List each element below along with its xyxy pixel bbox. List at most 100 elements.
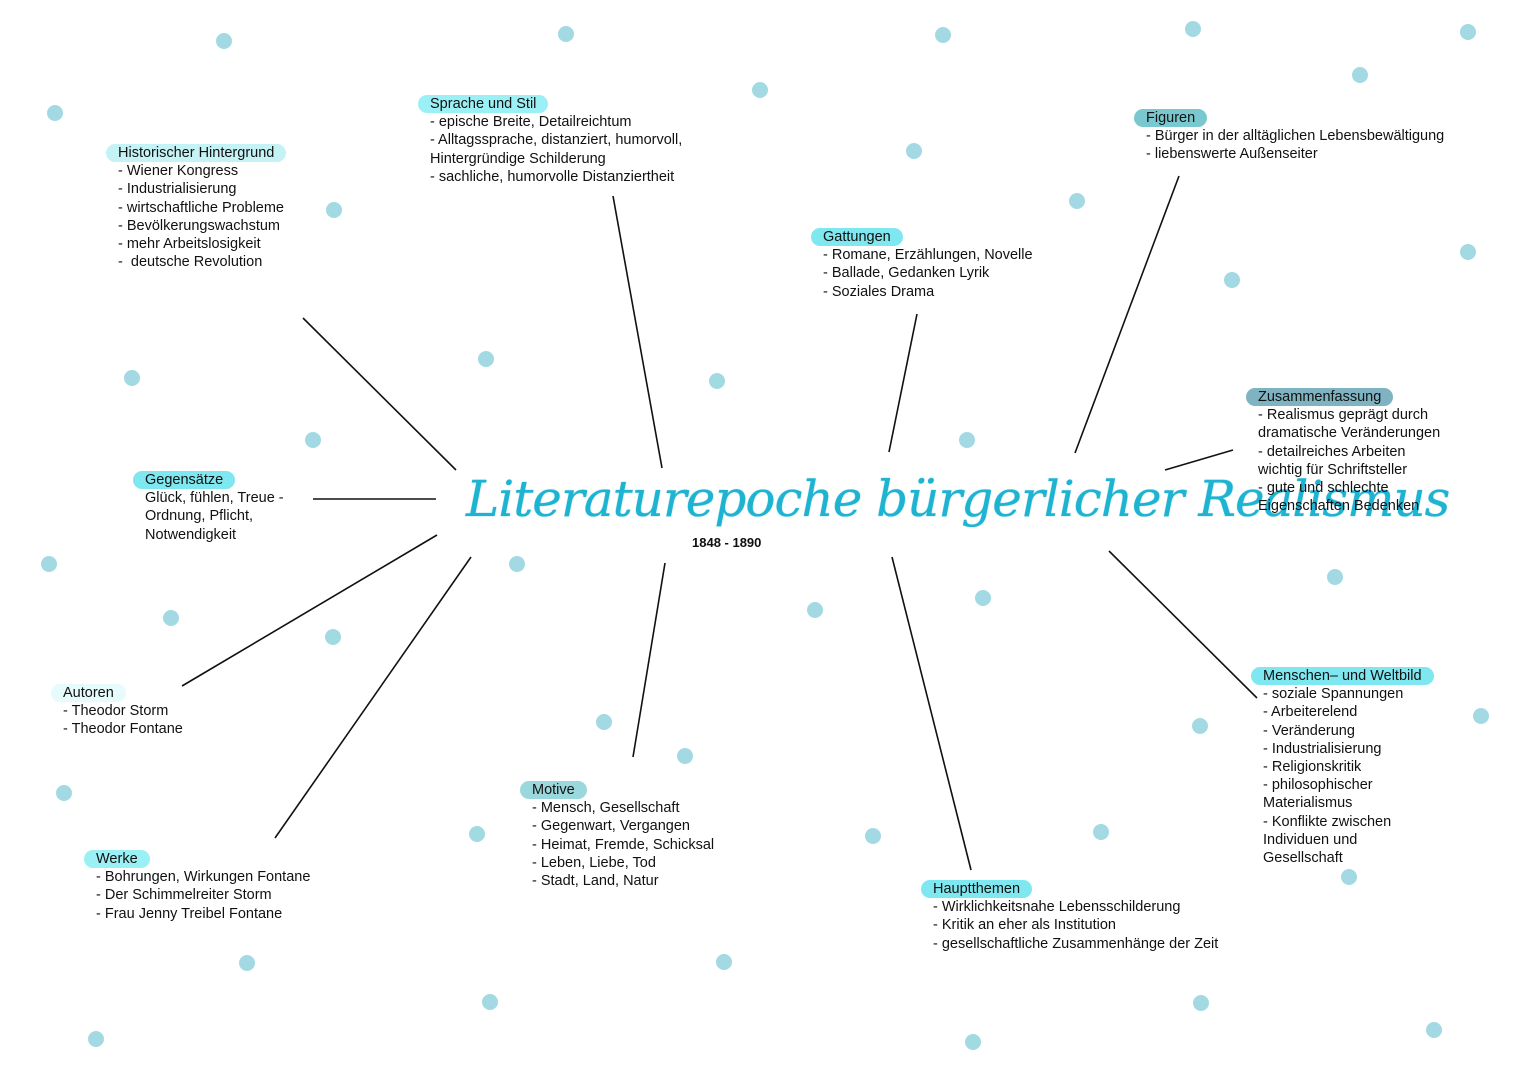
- node-menschen-und-weltbild: Menschen– und Weltbild - soziale Spannun…: [1251, 667, 1434, 867]
- decorative-dot: [1460, 24, 1476, 40]
- list-item: dramatische Veränderungen: [1258, 425, 1441, 442]
- list-item: Notwendigkeit: [145, 526, 237, 543]
- list-item: - liebenswerte Außenseiter: [1146, 146, 1318, 163]
- decorative-dot: [47, 105, 63, 121]
- decorative-dot: [1193, 995, 1209, 1011]
- decorative-dot: [975, 590, 991, 606]
- list-item: - Mensch, Gesellschaft: [532, 800, 680, 817]
- decorative-dot: [124, 370, 140, 386]
- decorative-dot: [1185, 21, 1201, 37]
- list-item: - epische Breite, Detailreichtum: [430, 114, 632, 131]
- decorative-dot: [959, 432, 975, 448]
- list-item: - wirtschaftliche Probleme: [118, 199, 284, 216]
- node-items: Glück, fühlen, Treue -Ordnung, Pflicht,N…: [145, 489, 284, 544]
- node-title: Werke: [84, 850, 150, 869]
- list-item: - Industrialisierung: [118, 181, 237, 198]
- node-historischer-hintergrund: Historischer Hintergrund - Wiener Kongre…: [106, 144, 287, 271]
- decorative-dot: [305, 432, 321, 448]
- decorative-dot: [41, 556, 57, 572]
- list-item: Gesellschaft: [1263, 850, 1343, 867]
- list-item: Materialismus: [1263, 795, 1353, 812]
- list-item: - Kritik an eher als Institution: [933, 917, 1116, 934]
- list-item: - soziale Spannungen: [1263, 686, 1404, 703]
- node-title: Motive: [520, 781, 587, 800]
- list-item: - mehr Arbeitslosigkeit: [118, 236, 261, 253]
- node-items: - Romane, Erzählungen, Novelle- Ballade,…: [823, 246, 1033, 301]
- decorative-dot: [935, 27, 951, 43]
- mindmap-period: 1848 - 1890: [692, 535, 762, 550]
- node-motive: Motive - Mensch, Gesellschaft- Gegenwart…: [520, 781, 714, 890]
- decorative-dot: [716, 954, 732, 970]
- list-item: Ordnung, Pflicht,: [145, 508, 253, 525]
- connector-line: [888, 313, 918, 453]
- node-items: - soziale Spannungen- Arbeiterelend- Ver…: [1263, 685, 1434, 867]
- connector-line: [612, 195, 663, 469]
- node-autoren: Autoren - Theodor Storm- Theodor Fontane: [51, 684, 183, 739]
- node-items: - Bürger in der alltäglichen Lebensbewäl…: [1146, 127, 1444, 163]
- list-item: - Konflikte zwischen: [1263, 813, 1392, 830]
- decorative-dot: [88, 1031, 104, 1047]
- decorative-dot: [1460, 244, 1476, 260]
- decorative-dot: [677, 748, 693, 764]
- node-title: Autoren: [51, 684, 126, 703]
- node-items: - Bohrungen, Wirkungen Fontane- Der Schi…: [96, 868, 310, 923]
- list-item: - Stadt, Land, Natur: [532, 873, 659, 890]
- decorative-dot: [1069, 193, 1085, 209]
- node-title: Zusammenfassung: [1246, 388, 1394, 407]
- decorative-dot: [965, 1034, 981, 1050]
- node-items: - Mensch, Gesellschaft- Gegenwart, Verga…: [532, 799, 714, 890]
- connector-line: [1164, 449, 1234, 471]
- list-item: Eigenschaften Bedenken: [1258, 498, 1420, 515]
- list-item: - Wirklichkeitsnahe Lebensschilderung: [933, 899, 1181, 916]
- node-title: Gattungen: [811, 228, 903, 247]
- list-item: - Bevölkerungswachstum: [118, 217, 280, 234]
- decorative-dot: [478, 351, 494, 367]
- node-items: - Theodor Storm- Theodor Fontane: [63, 702, 183, 738]
- list-item: - gute und schlechte: [1258, 480, 1389, 497]
- connector-line: [302, 317, 457, 471]
- decorative-dot: [865, 828, 881, 844]
- decorative-dot: [1426, 1022, 1442, 1038]
- decorative-dot: [216, 33, 232, 49]
- connector-line: [1074, 175, 1180, 454]
- list-item: - Ballade, Gedanken Lyrik: [823, 265, 990, 282]
- node-hauptthemen: Hauptthemen - Wirklichkeitsnahe Lebenssc…: [921, 880, 1219, 953]
- list-item: - Der Schimmelreiter Storm: [96, 887, 272, 904]
- node-title: Figuren: [1134, 109, 1208, 128]
- decorative-dot: [1192, 718, 1208, 734]
- node-gattungen: Gattungen - Romane, Erzählungen, Novelle…: [811, 228, 1033, 301]
- decorative-dot: [509, 556, 525, 572]
- decorative-dot: [1224, 272, 1240, 288]
- decorative-dot: [239, 955, 255, 971]
- list-item: - gesellschaftliche Zusammenhänge der Ze…: [933, 935, 1219, 952]
- list-item: - detailreiches Arbeiten: [1258, 443, 1406, 460]
- node-title: Sprache und Stil: [418, 95, 549, 114]
- list-item: Glück, fühlen, Treue -: [145, 490, 284, 507]
- decorative-dot: [1473, 708, 1489, 724]
- decorative-dot: [1093, 824, 1109, 840]
- decorative-dot: [1352, 67, 1368, 83]
- list-item: - Romane, Erzählungen, Novelle: [823, 247, 1033, 264]
- decorative-dot: [56, 785, 72, 801]
- connector-line: [274, 556, 472, 839]
- decorative-dot: [1327, 569, 1343, 585]
- list-item: - Bohrungen, Wirkungen Fontane: [96, 869, 311, 886]
- list-item: - Wiener Kongress: [118, 163, 239, 180]
- decorative-dot: [709, 373, 725, 389]
- list-item: - philosophischer: [1263, 777, 1373, 794]
- list-item: - Soziales Drama: [823, 283, 935, 300]
- list-item: - Heimat, Fremde, Schicksal: [532, 836, 715, 853]
- list-item: - Frau Jenny Treibel Fontane: [96, 905, 283, 922]
- connector-line: [1108, 550, 1258, 699]
- node-title: Menschen– und Weltbild: [1251, 667, 1434, 686]
- decorative-dot: [325, 629, 341, 645]
- list-item: - Veränderung: [1263, 722, 1355, 739]
- list-item: - Industrialisierung: [1263, 740, 1382, 757]
- decorative-dot: [807, 602, 823, 618]
- node-title: Hauptthemen: [921, 880, 1033, 899]
- node-items: - Wiener Kongress- Industrialisierung- w…: [118, 162, 286, 271]
- list-item: - Alltagssprache, distanziert, humorvoll…: [430, 132, 683, 149]
- decorative-dot: [469, 826, 485, 842]
